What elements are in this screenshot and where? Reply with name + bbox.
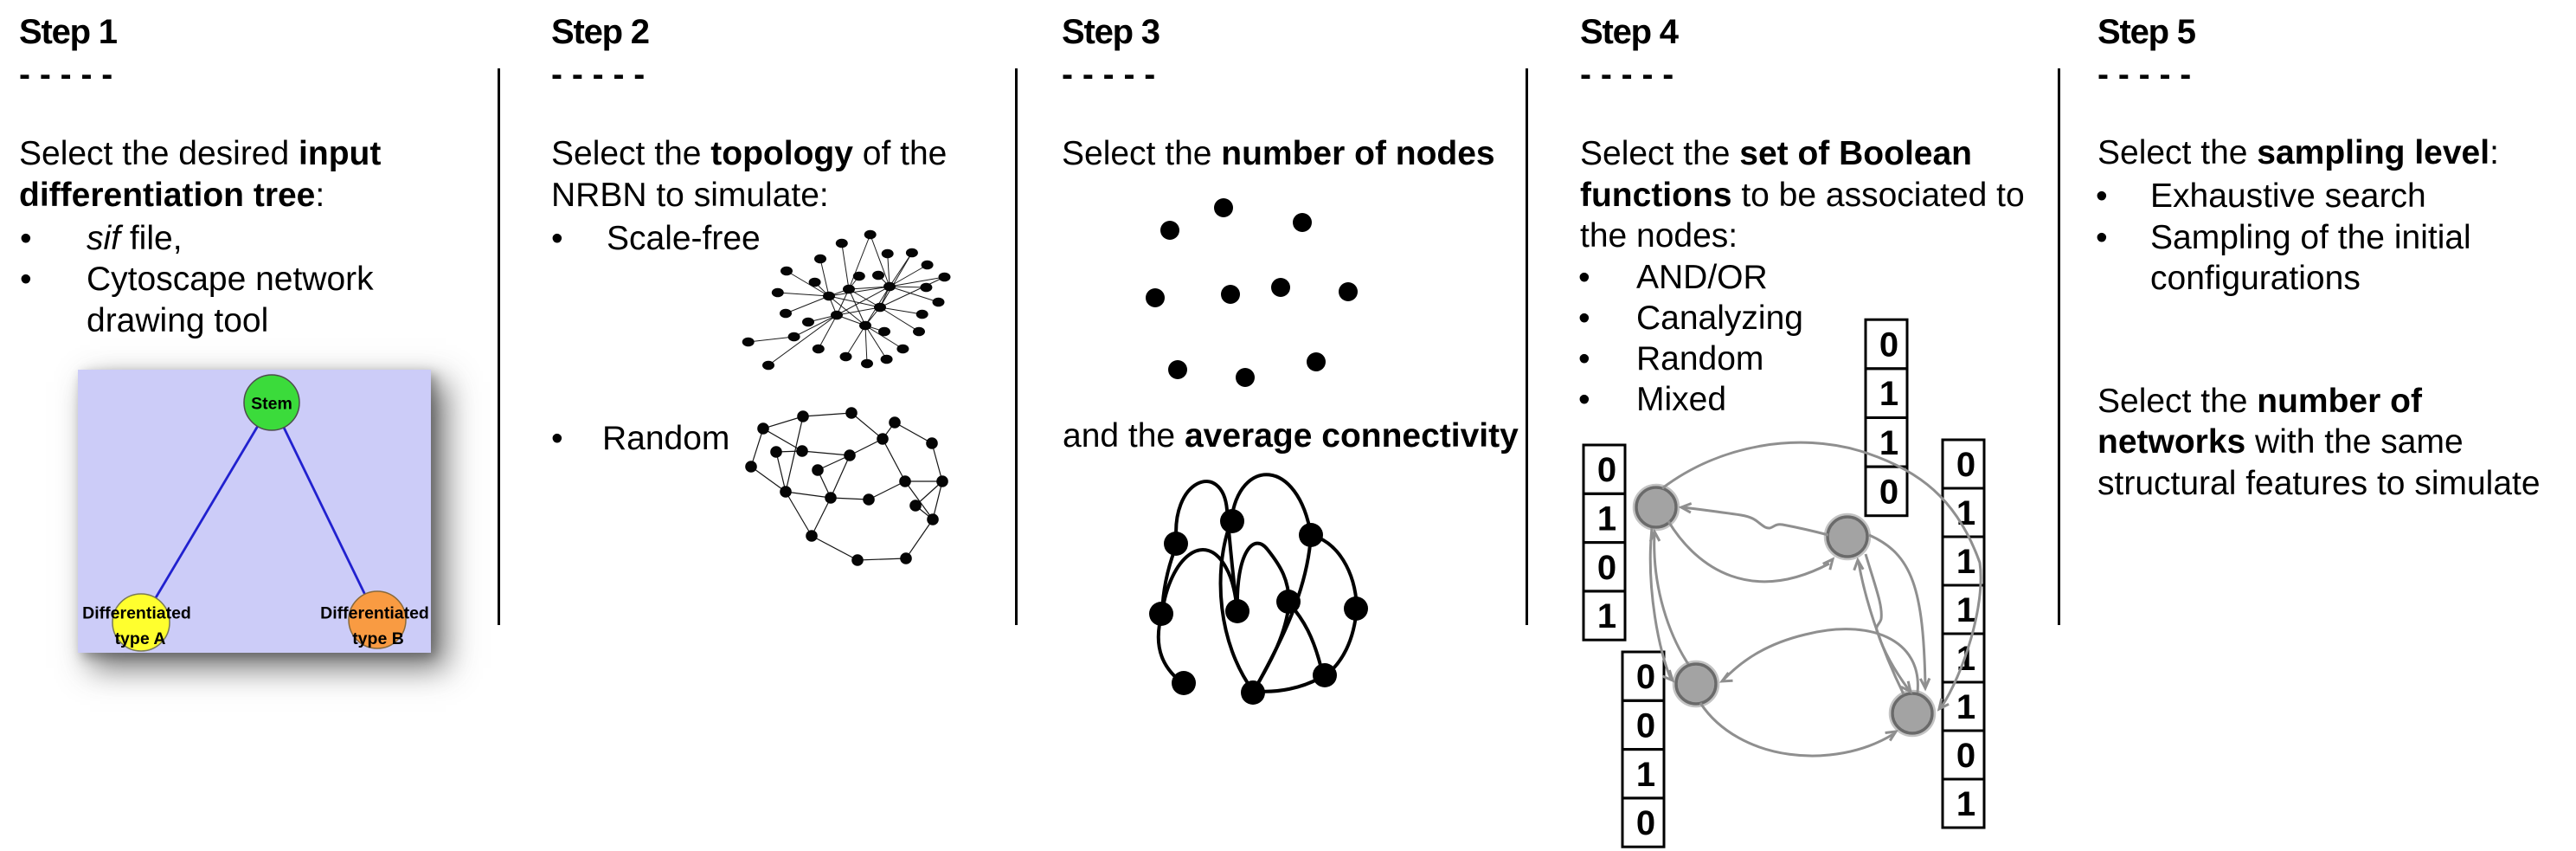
svg-text:0: 0 xyxy=(1636,658,1655,696)
svg-text:Differentiated: Differentiated xyxy=(320,604,429,623)
svg-text:0: 0 xyxy=(1879,474,1898,512)
svg-text:0: 0 xyxy=(1636,706,1655,745)
svg-text:0: 0 xyxy=(1956,737,1975,775)
svg-text:0: 0 xyxy=(1597,451,1616,489)
svg-text:type A: type A xyxy=(115,629,166,648)
svg-text:Differentiated: Differentiated xyxy=(82,604,191,623)
svg-text:1: 1 xyxy=(1956,591,1975,629)
svg-text:1: 1 xyxy=(1597,597,1616,635)
svg-text:1: 1 xyxy=(1956,543,1975,581)
svg-text:type B: type B xyxy=(352,629,404,648)
svg-text:1: 1 xyxy=(1636,756,1655,794)
svg-text:1: 1 xyxy=(1879,424,1898,462)
svg-text:1: 1 xyxy=(1879,375,1898,413)
svg-text:1: 1 xyxy=(1597,500,1616,538)
svg-text:Stem: Stem xyxy=(251,394,292,413)
svg-text:1: 1 xyxy=(1956,785,1975,823)
svg-text:0: 0 xyxy=(1636,804,1655,842)
svg-text:1: 1 xyxy=(1956,688,1975,726)
svg-text:0: 0 xyxy=(1956,446,1975,484)
svg-text:0: 0 xyxy=(1597,549,1616,587)
svg-text:0: 0 xyxy=(1879,326,1898,364)
svg-text:1: 1 xyxy=(1956,494,1975,532)
